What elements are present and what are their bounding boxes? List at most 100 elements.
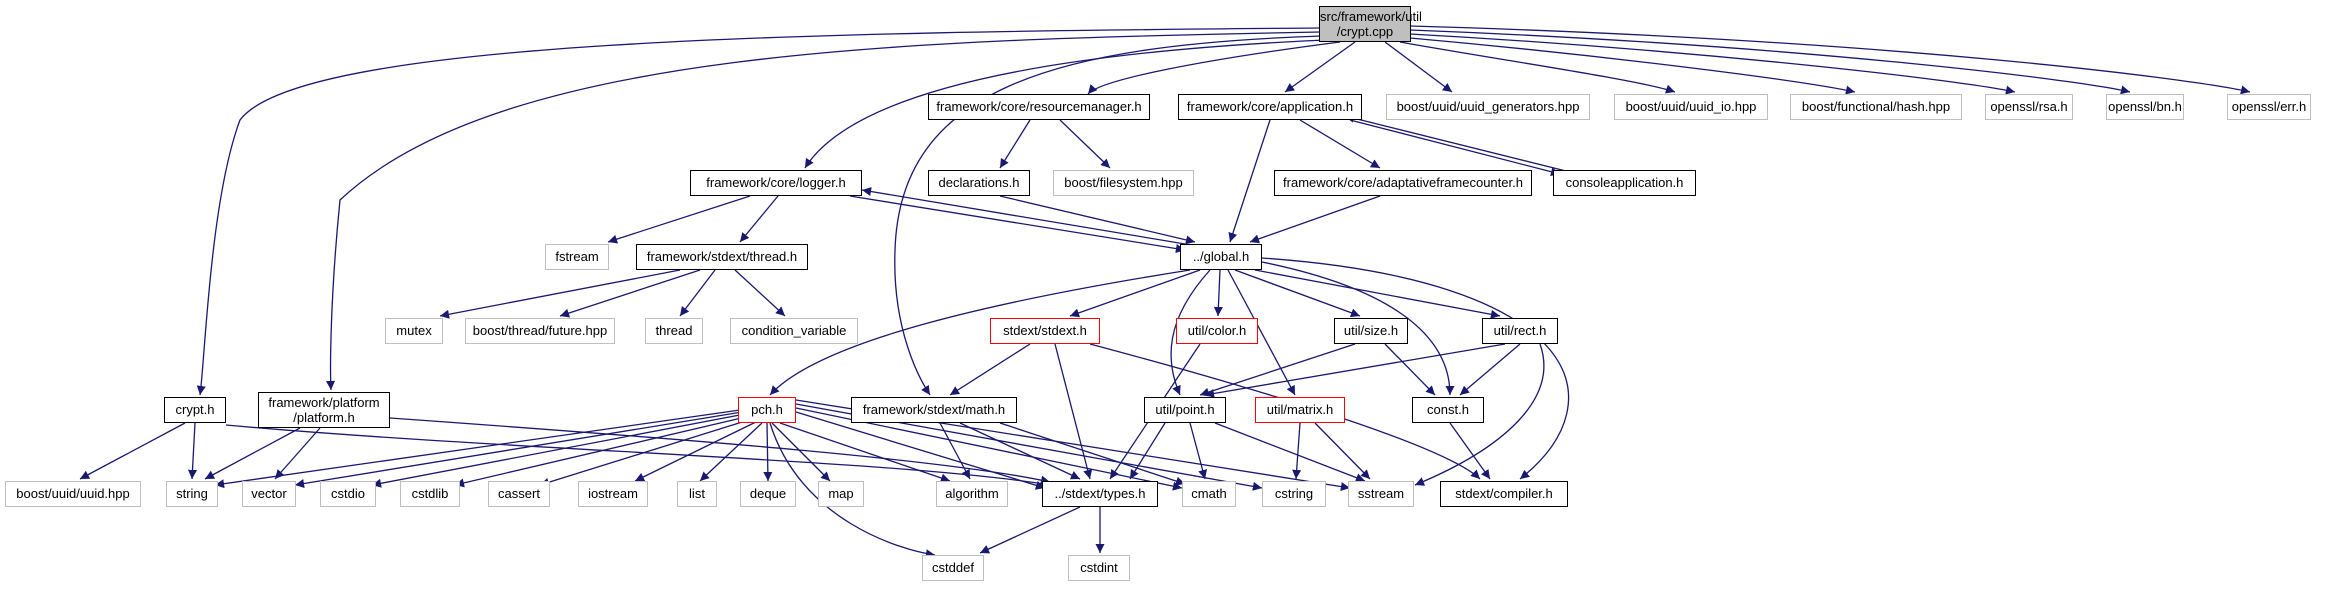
edge-pch-iostream <box>634 419 761 482</box>
node-crypt-cpp-line1: src/framework/util <box>1320 9 1422 24</box>
node-application[interactable]: framework/core/application.h <box>1178 94 1362 120</box>
node-adaptativeframecounter[interactable]: framework/core/adaptativeframecounter.h <box>1274 170 1532 196</box>
node-declarations[interactable]: declarations.h <box>928 170 1030 196</box>
node-openssl-err[interactable]: openssl/err.h <box>2227 94 2311 120</box>
edge-pch-cstdlib <box>454 415 751 488</box>
edge-crypt-uuidhpp <box>79 422 186 480</box>
node-condition-variable[interactable]: condition_variable <box>730 318 858 344</box>
node-util-point[interactable]: util/point.h <box>1144 397 1226 423</box>
node-uuid-generators[interactable]: boost/uuid/uuid_generators.hpp <box>1386 94 1590 120</box>
edge-pch-list <box>699 422 763 482</box>
edge-point-sstream <box>1214 422 1366 482</box>
node-stdext-thread[interactable]: framework/stdext/thread.h <box>636 244 808 270</box>
node-cassert[interactable]: cassert <box>488 481 550 507</box>
node-cmath[interactable]: cmath <box>1182 481 1236 507</box>
node-uuid-io[interactable]: boost/uuid/uuid_io.hpp <box>1614 94 1768 120</box>
edge-platform-types <box>389 417 1051 485</box>
node-thread[interactable]: thread <box>645 318 703 344</box>
edge-thread-mutex <box>439 269 681 319</box>
edge-thread-future <box>559 269 701 318</box>
edge-rm-filesystem <box>1059 119 1111 169</box>
node-util-rect[interactable]: util/rect.h <box>1482 318 1558 344</box>
edge-stdext-compiler <box>1089 343 1481 480</box>
node-crypt-cpp-line2: /crypt.cpp <box>1336 24 1394 39</box>
node-consoleapplication[interactable]: consoleapplication.h <box>1553 170 1696 196</box>
edge-rect-const <box>1459 343 1521 396</box>
node-functional-hash[interactable]: boost/functional/hash.hpp <box>1790 94 1962 120</box>
node-stdext-stdext[interactable]: stdext/stdext.h <box>990 318 1100 344</box>
node-string[interactable]: string <box>166 481 218 507</box>
node-util-size[interactable]: util/size.h <box>1334 318 1408 344</box>
edge-rm-declarations <box>999 119 1031 169</box>
edge-point-types <box>1129 422 1166 480</box>
node-cstdlib[interactable]: cstdlib <box>400 481 460 507</box>
node-sstream[interactable]: sstream <box>1348 481 1414 507</box>
edge-global-rect <box>1254 269 1501 319</box>
edge-adaptive-global <box>1249 195 1381 244</box>
edge-app-console <box>1349 119 1561 177</box>
edge-stdext-types <box>1054 343 1093 480</box>
edge-global-matrix <box>1227 269 1296 396</box>
node-cstddef[interactable]: cstddef <box>922 555 984 581</box>
edge-pch-types <box>795 411 1046 490</box>
node-crypt-h[interactable]: crypt.h <box>164 397 226 423</box>
edge-root-rsa <box>1409 33 2016 95</box>
node-pch[interactable]: pch.h <box>738 397 796 423</box>
node-crypt-cpp: src/framework/util /crypt.cpp <box>1319 6 1422 42</box>
edge-pch-cstddef <box>769 422 936 559</box>
node-map[interactable]: map <box>818 481 864 507</box>
node-platform-line2: /platform.h <box>293 410 355 425</box>
node-util-color[interactable]: util/color.h <box>1176 318 1258 344</box>
edge-root-crypt-h <box>196 27 1321 396</box>
node-mutex[interactable]: mutex <box>385 318 443 344</box>
edge-root-logger <box>804 39 1326 169</box>
edge-root-bn <box>1409 29 2131 95</box>
edge-logger-thread <box>739 195 779 243</box>
edge-matrix-cstring <box>1292 422 1302 480</box>
node-global[interactable]: ../global.h <box>1180 244 1262 270</box>
node-fstream[interactable]: fstream <box>545 244 609 270</box>
node-logger[interactable]: framework/core/logger.h <box>690 170 862 196</box>
edge-size-point <box>1199 343 1356 397</box>
edge-global-logger <box>861 187 1186 245</box>
node-iostream[interactable]: iostream <box>578 481 648 507</box>
node-stdext-compiler[interactable]: stdext/compiler.h <box>1440 481 1568 507</box>
edge-logger-global <box>849 195 1186 254</box>
edge-root-math <box>894 35 1323 396</box>
edge-pch-cstdio <box>371 413 746 488</box>
node-boost-uuid-hpp[interactable]: boost/uuid/uuid.hpp <box>5 481 141 507</box>
edge-global-compiler <box>1261 257 1569 480</box>
node-openssl-rsa[interactable]: openssl/rsa.h <box>1985 94 2073 120</box>
edge-global-pch <box>769 269 1191 396</box>
edge-rect-point <box>1204 343 1506 398</box>
edge-root-platform <box>326 31 1321 391</box>
node-const[interactable]: const.h <box>1412 397 1484 423</box>
edge-math-types <box>959 422 1081 480</box>
node-framework-platform[interactable]: framework/platform /platform.h <box>258 392 390 428</box>
node-cstdio[interactable]: cstdio <box>320 481 376 507</box>
node-stdext-math[interactable]: framework/stdext/math.h <box>851 397 1017 423</box>
edge-platform-vector <box>274 427 321 480</box>
node-boost-filesystem[interactable]: boost/filesystem.hpp <box>1053 170 1194 196</box>
edge-root-err <box>1409 25 2251 95</box>
node-deque[interactable]: deque <box>740 481 796 507</box>
node-vector[interactable]: vector <box>242 481 296 507</box>
edge-pch-cassert <box>539 417 756 487</box>
node-boost-thread-future[interactable]: boost/thread/future.hpp <box>465 318 615 344</box>
edge-root-uuid-io <box>1399 41 1676 94</box>
edge-global-point <box>1170 269 1211 396</box>
node-openssl-bn[interactable]: openssl/bn.h <box>2106 94 2184 120</box>
node-util-matrix[interactable]: util/matrix.h <box>1255 397 1345 423</box>
node-algorithm[interactable]: algorithm <box>936 481 1008 507</box>
node-cstdint[interactable]: cstdint <box>1068 555 1130 581</box>
edge-crypt-string <box>187 422 198 480</box>
edge-pch-deque <box>763 422 773 482</box>
node-list[interactable]: list <box>677 481 717 507</box>
node-stdext-types[interactable]: ../stdext/types.h <box>1042 481 1158 507</box>
edge-decl-global <box>999 195 1196 245</box>
node-resourcemanager[interactable]: framework/core/resourcemanager.h <box>928 94 1150 120</box>
edge-pch-map <box>771 422 831 482</box>
node-cstring[interactable]: cstring <box>1262 481 1326 507</box>
edge-pch-string <box>214 409 741 489</box>
